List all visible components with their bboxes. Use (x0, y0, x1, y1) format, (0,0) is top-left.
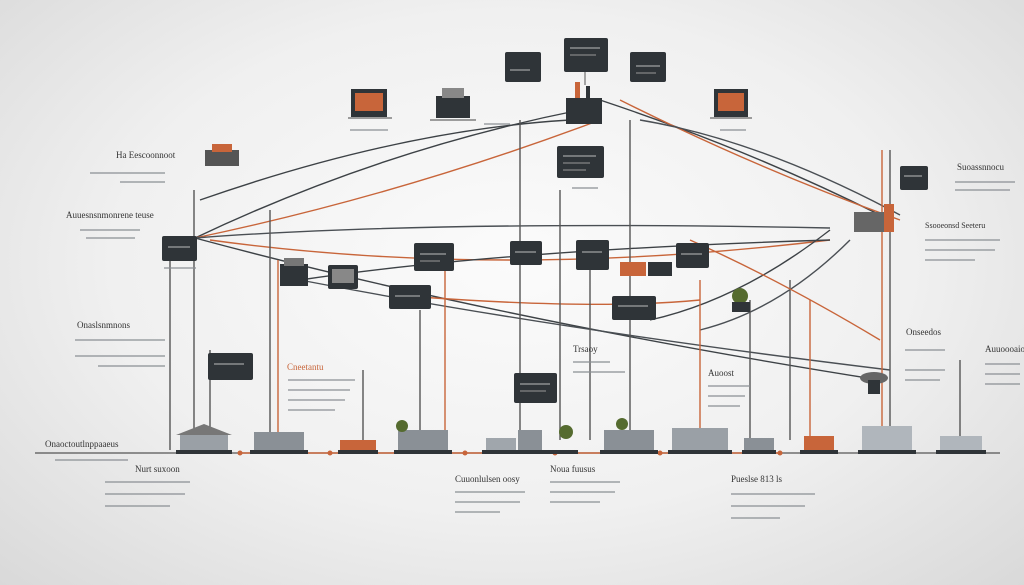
connector-line (599, 99, 881, 216)
caption-lines (55, 123, 1020, 519)
terminal-nodes (162, 38, 928, 403)
label-mid2: Trsaoy (573, 344, 598, 354)
label-left3: Onaoctoutlnppaaeus (45, 439, 119, 449)
kiosk-icon[interactable] (742, 438, 776, 454)
connector-line (649, 229, 831, 321)
terminal-icon[interactable] (576, 240, 609, 270)
facility-icons (205, 82, 894, 394)
connection-lines (169, 99, 961, 450)
label-right1: Suoassnnocu (957, 162, 1004, 172)
connector-line (619, 99, 901, 221)
terminal-icon[interactable] (676, 243, 709, 268)
bank-icon[interactable] (668, 428, 732, 454)
label-mid4: Auoost (708, 368, 735, 378)
terminal-icon[interactable] (510, 241, 542, 265)
printer-icon[interactable] (430, 88, 476, 121)
shop-icon[interactable] (205, 144, 239, 166)
terminal-icon[interactable] (514, 373, 557, 403)
connector-line (689, 239, 881, 341)
label-bottom1: Nurt suxoon (135, 464, 180, 474)
storefront-icon[interactable] (710, 89, 752, 119)
store-icon[interactable] (394, 420, 452, 454)
plant-icon[interactable] (732, 288, 750, 312)
terminal-icon[interactable] (900, 166, 928, 190)
terminal-icon[interactable] (208, 353, 253, 380)
connector-line (194, 119, 601, 239)
dish-icon[interactable] (860, 372, 888, 394)
terminal-icon[interactable] (630, 52, 666, 82)
terminal-icon[interactable] (505, 52, 541, 82)
label-right4: Auuoooaion (985, 344, 1024, 354)
terminal-icon[interactable] (389, 285, 431, 309)
text-labels: Ha Eescoonnoot Auuesnsnmonrene teuse Ona… (45, 150, 1024, 484)
connector-line (194, 109, 581, 239)
warehouse-icon[interactable] (280, 258, 308, 286)
terminal-icon[interactable] (612, 296, 656, 320)
baseline-buildings (176, 418, 986, 454)
label-mid3: Noua fuusus (550, 464, 596, 474)
connector-line (194, 237, 881, 381)
label-bottom2: Pueslse 813 ls (731, 474, 783, 484)
label-right2: Ssooeonsd Seeteru (925, 221, 985, 230)
label-left1: Auuesnsnmonrene teuse (66, 210, 154, 220)
terminal-icon[interactable] (414, 243, 454, 271)
connector-line (699, 239, 851, 331)
storefront-icon[interactable] (348, 89, 392, 119)
connector-line (199, 119, 571, 201)
terminal-icon[interactable] (564, 38, 608, 85)
monitor-icon[interactable] (328, 265, 358, 289)
connector-line (639, 119, 901, 216)
connector-line (299, 279, 891, 371)
label-orange: Cneetantu (287, 362, 324, 372)
terminal-icon[interactable] (162, 236, 197, 261)
station-icon[interactable] (936, 436, 986, 454)
terminal-icon[interactable] (557, 146, 604, 178)
connector-line (194, 224, 831, 239)
server-icon[interactable] (854, 204, 894, 232)
store-icon[interactable] (600, 418, 658, 454)
label-mid1: Cuuonlulsen oosy (455, 474, 520, 484)
label-hub: Ha Eescoonnoot (116, 150, 176, 160)
factory-icon[interactable] (566, 82, 602, 124)
connector-line (419, 296, 701, 306)
kiosk-icon[interactable] (338, 440, 378, 454)
station-icon[interactable] (250, 432, 308, 454)
shop-icon[interactable] (620, 262, 672, 276)
label-right3: Onseedos (906, 327, 941, 337)
warehouse-icon[interactable] (800, 436, 838, 454)
bank-icon[interactable] (858, 426, 916, 454)
label-left2: Onaslsnmnons (77, 320, 131, 330)
shop-icon[interactable] (482, 425, 578, 454)
bank-icon[interactable] (176, 424, 232, 454)
